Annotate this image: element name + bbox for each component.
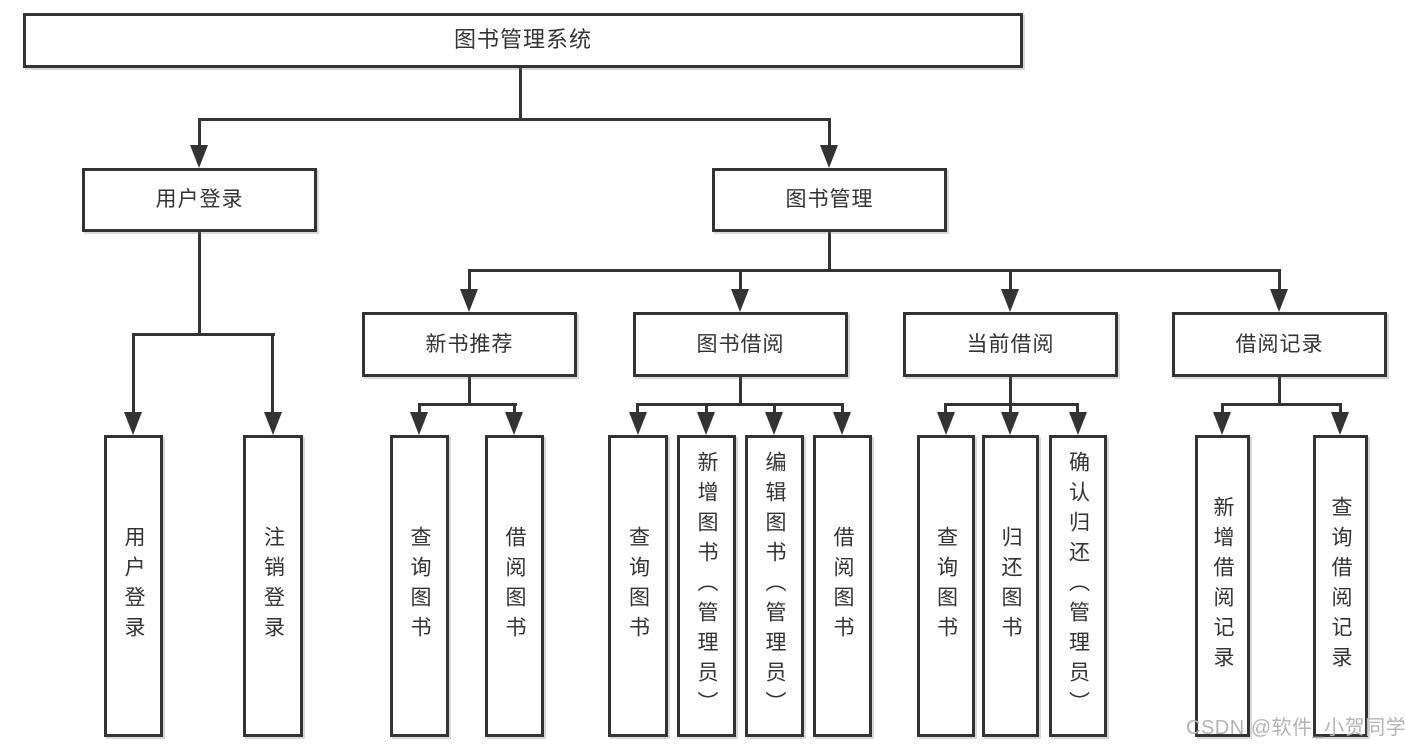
- connector-root-stem: [519, 68, 522, 120]
- connector-user-login-stem: [198, 232, 201, 335]
- connector-arrowhead: [833, 412, 851, 435]
- connector-groupC-splitter: [636, 403, 844, 406]
- connector-drop-leaf: [271, 333, 274, 414]
- node-label: 图书管理: [785, 188, 874, 212]
- leaf-label: 新增借阅记录: [1211, 496, 1234, 676]
- connector-drop-leaf: [1076, 403, 1079, 415]
- node-label: 当前借阅: [966, 332, 1055, 356]
- connector-arrowhead: [1069, 412, 1087, 435]
- leaf-label: 借阅图书: [831, 526, 854, 646]
- leaf-query-books-recommend: 查询图书: [390, 435, 449, 737]
- leaf-edit-books-admin: 编辑图书（管理员）: [745, 435, 804, 737]
- connector-arrowhead: [731, 289, 749, 312]
- leaf-query-books-current: 查询图书: [917, 435, 975, 737]
- connector-drop-leaf: [944, 403, 947, 415]
- leaf-label: 用户登录: [122, 526, 145, 646]
- node-label: 图书管理系统: [453, 27, 592, 53]
- leaf-query-books-borrow: 查询图书: [608, 435, 668, 737]
- leaf-label: 注销登录: [261, 526, 285, 646]
- connector-drop-borrow: [739, 269, 742, 292]
- connector-drop-leaf: [513, 403, 516, 415]
- connector-groupA-splitter: [132, 333, 275, 336]
- leaf-label: 查询图书: [934, 526, 958, 646]
- leaf-borrow-books-recommend: 借阅图书: [485, 435, 544, 737]
- connector-drop-leaf: [132, 333, 135, 414]
- connector-arrowhead: [505, 412, 523, 435]
- node-label: 用户登录: [155, 188, 244, 212]
- connector-drop-leaf: [418, 403, 421, 415]
- connector-arrowhead: [1331, 412, 1349, 435]
- connector-arrowhead: [765, 412, 783, 435]
- leaf-label: 新增图书（管理员）: [695, 451, 718, 721]
- leaf-label: 编辑图书（管理员）: [763, 451, 786, 721]
- node-label: 借阅记录: [1235, 332, 1324, 356]
- connector-drop-leaf: [1009, 403, 1012, 415]
- connector-arrowhead: [460, 289, 478, 312]
- connector-book-mgmt-stem: [828, 232, 831, 272]
- connector-drop-user-login: [198, 118, 201, 148]
- connector-drop-book-mgmt: [828, 118, 831, 148]
- connector-drop-leaf: [773, 403, 776, 415]
- connector-borrow-stem: [739, 377, 742, 405]
- connector-drop-leaf: [1339, 403, 1342, 415]
- connector-drop-records: [1278, 269, 1281, 292]
- node-book-borrow: 图书借阅: [633, 312, 848, 377]
- connector-arrowhead: [629, 412, 647, 435]
- node-label: 图书借阅: [696, 332, 785, 356]
- leaf-borrow-books: 借阅图书: [813, 435, 872, 737]
- connector-current-stem: [1009, 377, 1012, 405]
- connector-arrowhead: [1270, 289, 1288, 312]
- connector-arrowhead: [124, 412, 142, 435]
- leaf-confirm-return-admin: 确认归还（管理员）: [1049, 435, 1107, 737]
- connector-arrowhead: [410, 412, 428, 435]
- connector-records-stem: [1278, 377, 1281, 405]
- node-new-book-recommend: 新书推荐: [362, 312, 577, 377]
- connector-drop-current: [1009, 269, 1012, 292]
- connector-drop-leaf: [636, 403, 639, 415]
- node-book-management: 图书管理: [712, 168, 947, 232]
- connector-arrowhead: [190, 145, 208, 168]
- connector-drop-leaf: [705, 403, 708, 415]
- leaf-label: 查询借阅记录: [1329, 496, 1352, 676]
- connector-arrowhead: [1001, 412, 1019, 435]
- leaf-label: 查询图书: [626, 526, 650, 646]
- leaf-user-login: 用户登录: [104, 435, 163, 737]
- node-current-borrow: 当前借阅: [903, 312, 1118, 377]
- connector-arrowhead: [1001, 289, 1019, 312]
- leaf-label: 借阅图书: [503, 526, 526, 646]
- node-borrow-records: 借阅记录: [1172, 312, 1387, 377]
- leaf-add-borrow-record: 新增借阅记录: [1195, 435, 1250, 737]
- leaf-add-books-admin: 新增图书（管理员）: [677, 435, 736, 737]
- connector-level3-splitter: [469, 269, 1280, 272]
- leaf-label: 归还图书: [999, 526, 1022, 646]
- connector-arrowhead: [1213, 412, 1231, 435]
- connector-arrowhead: [697, 412, 715, 435]
- connector-recommend-stem: [468, 377, 471, 405]
- connector-arrowhead: [820, 145, 838, 168]
- leaf-label: 查询图书: [408, 526, 431, 646]
- leaf-return-books: 归还图书: [982, 435, 1039, 737]
- connector-level2-splitter: [198, 118, 831, 121]
- leaf-label: 确认归还（管理员）: [1066, 451, 1090, 721]
- connector-drop-recommend: [468, 269, 471, 292]
- connector-drop-leaf: [1221, 403, 1224, 415]
- csdn-watermark: CSDN @软件_小贺同学: [1186, 717, 1405, 739]
- connector-arrowhead: [937, 412, 955, 435]
- leaf-query-borrow-record: 查询借阅记录: [1313, 435, 1368, 737]
- connector-arrowhead: [264, 412, 282, 435]
- node-root-system: 图书管理系统: [23, 13, 1023, 68]
- connector-drop-leaf: [841, 403, 844, 415]
- node-label: 新书推荐: [425, 332, 514, 356]
- leaf-logout-login: 注销登录: [243, 435, 303, 737]
- connector-groupB-splitter: [418, 403, 517, 406]
- connector-groupE-splitter: [1221, 403, 1342, 406]
- node-user-login: 用户登录: [82, 168, 317, 232]
